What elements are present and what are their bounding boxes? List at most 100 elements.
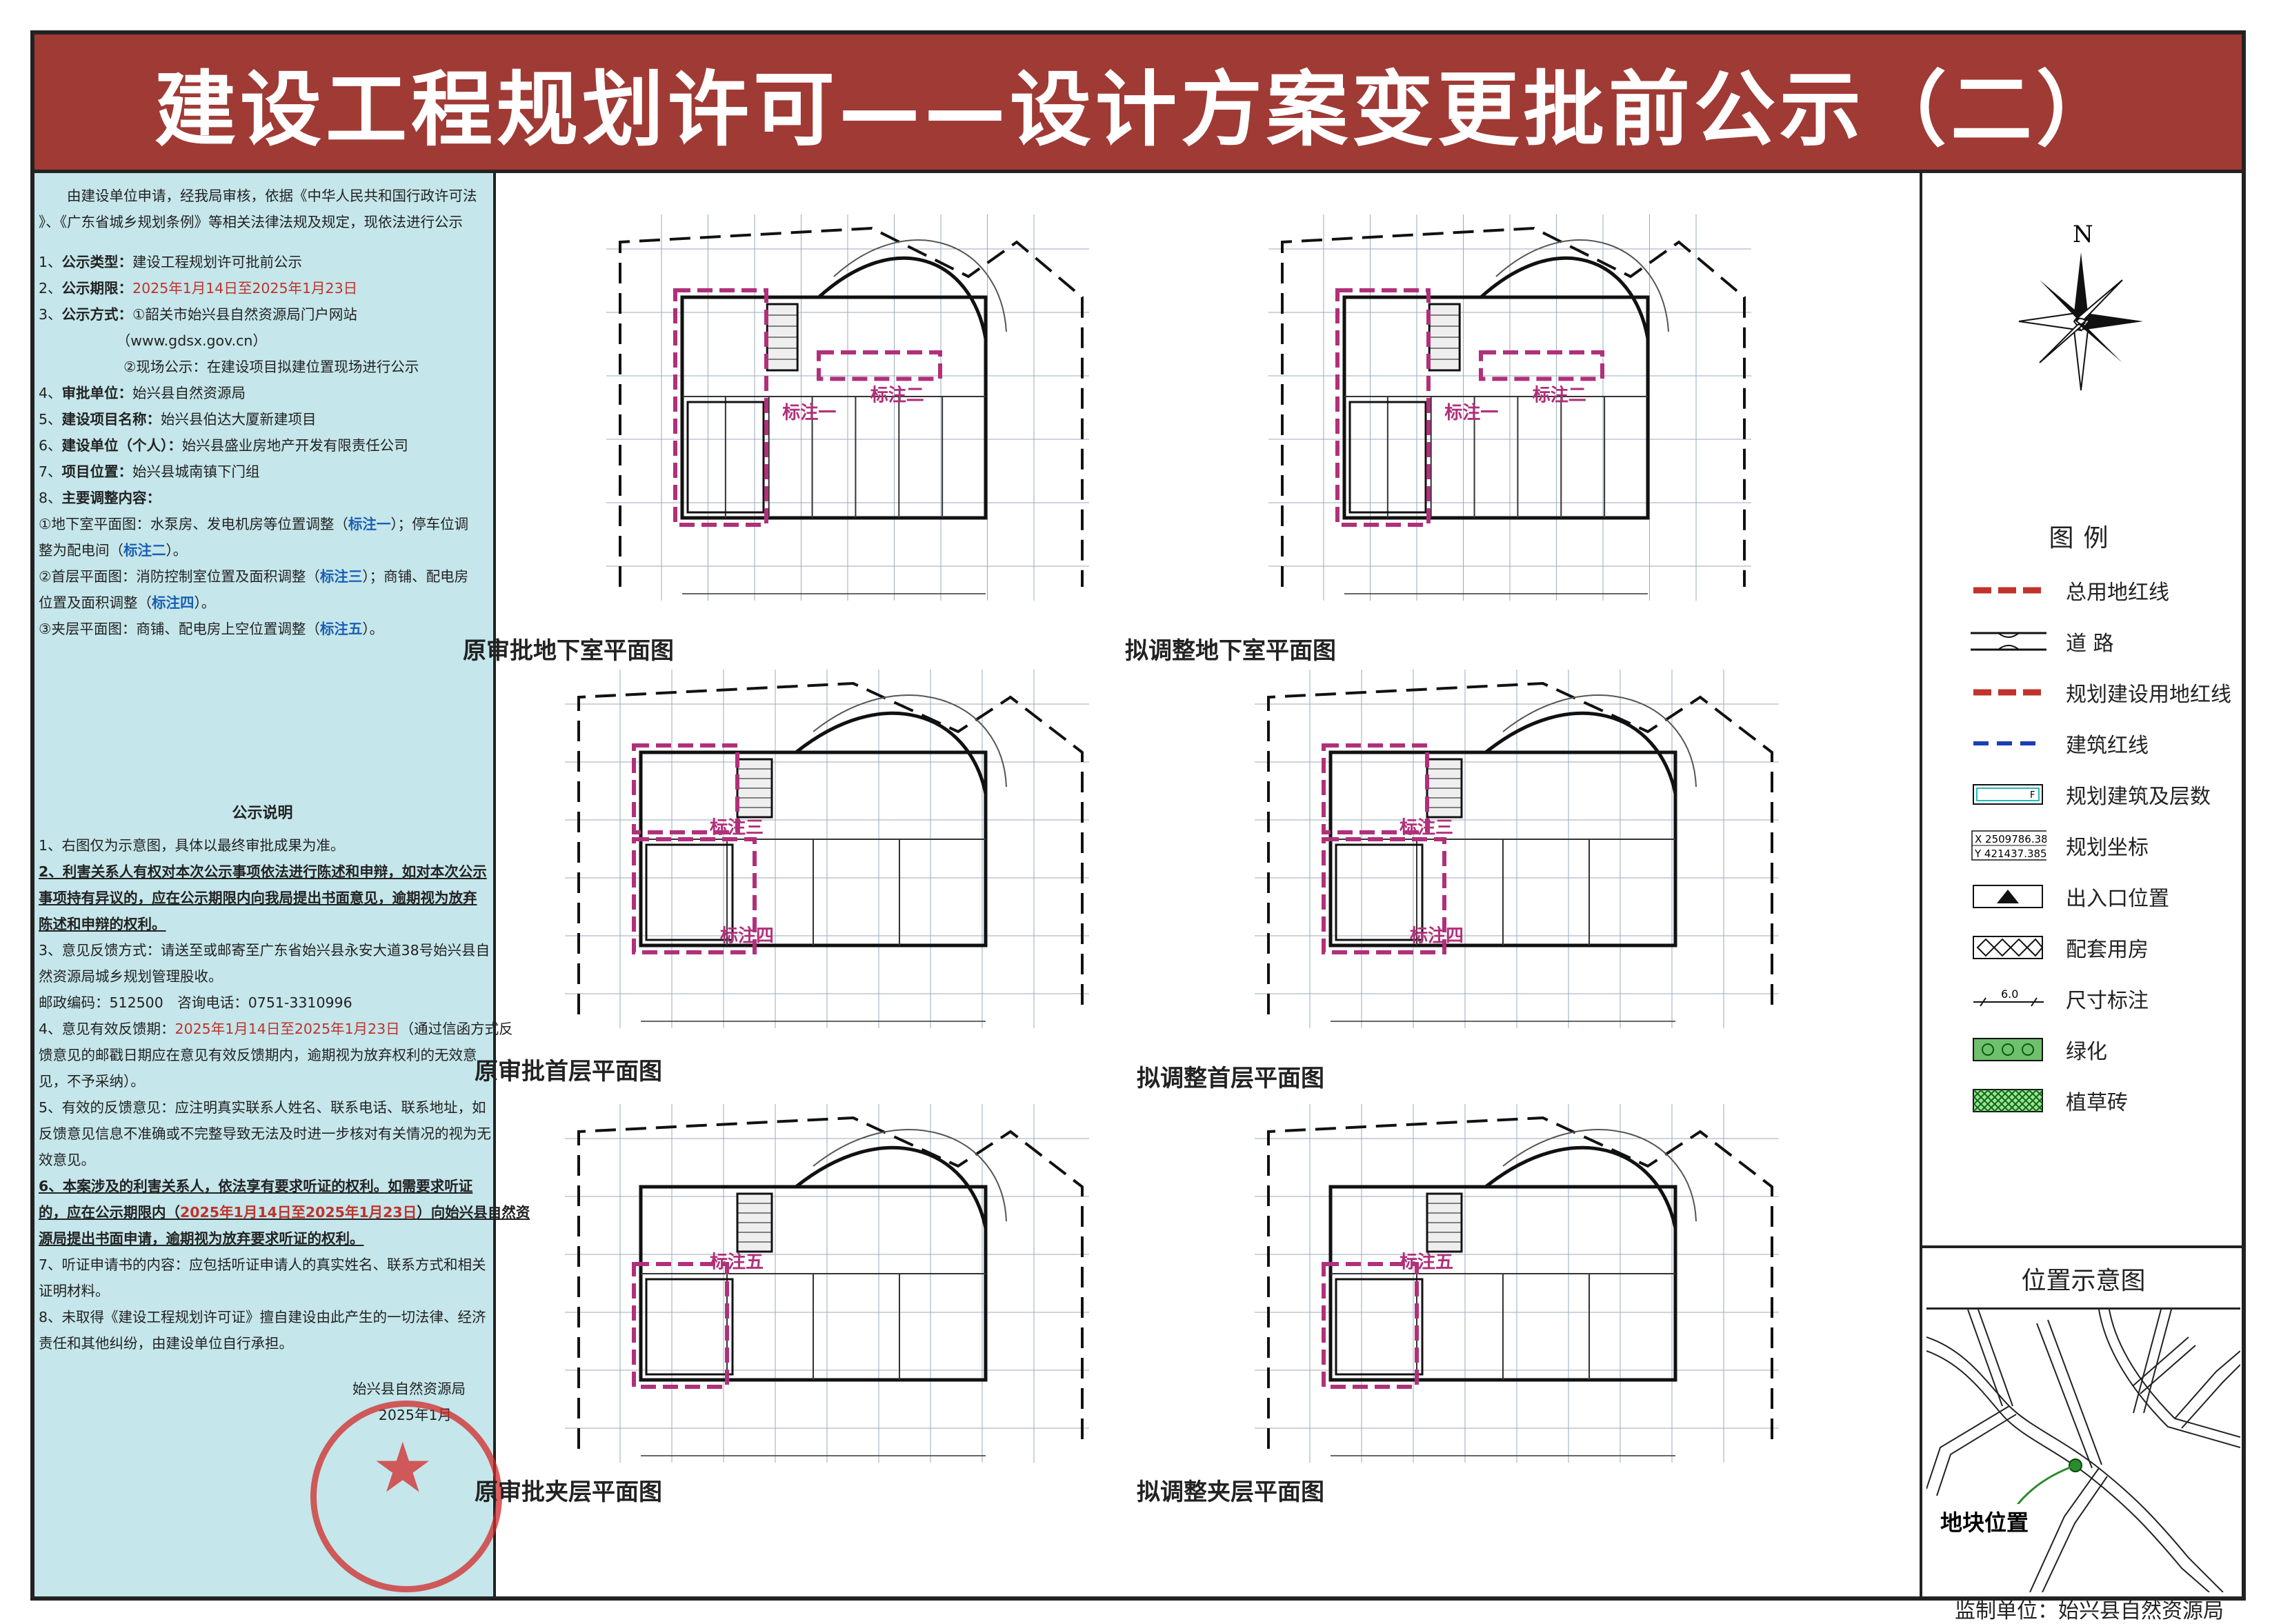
room — [645, 1278, 734, 1376]
legend-label: 出入口位置 — [2066, 887, 2169, 911]
ramp-curve — [813, 1129, 1007, 1222]
item-label: 公示期限： — [61, 280, 133, 297]
notice-item: 8、主要调整内容： — [39, 485, 486, 511]
item-label: 主要调整内容： — [61, 490, 161, 506]
coord-y-label: Y 421437.385 — [1974, 848, 2046, 860]
ramp-curve — [1495, 239, 1669, 332]
adjust-mark-box — [1322, 1262, 1419, 1389]
plan-caption: 拟调整地下室平面图 — [1125, 637, 1336, 665]
explain-line: 2、利害关系人有权对本次公示事项依法进行陈述和申辩，如对本次公示 — [39, 863, 487, 880]
item-value: ①韶关市始兴县自然资源局门户网站 — [132, 306, 357, 323]
site-boundary — [1267, 681, 1773, 1014]
plan-caption: 拟调整首层平面图 — [1137, 1065, 1324, 1092]
explain-line: 证明材料。 — [39, 1283, 110, 1299]
ramp-curve — [1502, 694, 1697, 788]
item-value: ②现场公示：在建设项目拟建位置现场进行公示 — [39, 359, 419, 375]
item-label: 建设项目名称： — [61, 411, 161, 428]
location-map-drawing: 地块位置 — [1926, 1309, 2241, 1593]
ramp-curve — [817, 256, 988, 339]
ramp-curve — [813, 694, 1007, 788]
explain-line: 馈意见的邮戳日期应在意见有效反馈期内，逾期视为放弃权利的无效意 — [39, 1047, 477, 1063]
explain-line: 责任和其他纠纷，由建设单位自行承担。 — [39, 1335, 293, 1352]
floor-plans-drawing: 标注一标注二标注一标注二标注三标注四标注三标注四标注五标注五 — [565, 214, 1779, 1463]
adjust-line-1: ①地下室平面图：水泵房、发电机房等位置调整（标注一）；停车位调 — [39, 516, 469, 532]
room — [686, 401, 765, 514]
legend-label: 规划建设用地红线 — [2066, 683, 2231, 707]
notice-item: 6、建设单位（个人）：始兴县盛业房地产开发有限责任公司 — [39, 432, 486, 459]
adjust-mark-box — [673, 288, 768, 527]
intro-line: 由建设单位申请，经我局审核，依据《中华人民共和国行政许可法 — [39, 188, 477, 204]
dimension-icon: 6.0 — [1971, 981, 2046, 1016]
dimension-label: 6.0 — [2001, 988, 2018, 1001]
intro-line: 》、《广东省城乡规划条例》等相关法律法规及规定，现依法进行公示 — [39, 214, 463, 230]
notice-item: 5、建设项目名称：始兴县伯达大厦新建项目 — [39, 406, 486, 432]
item-value: 始兴县盛业房地产开发有限责任公司 — [181, 437, 408, 454]
notice-item: 4、审批单位：始兴县自然资源局 — [39, 380, 486, 406]
auxiliary-room-icon — [1971, 930, 2046, 965]
notice-item: （www.gdsx.gov.cn） — [39, 328, 486, 354]
title-banner: 建设工程规划许可——设计方案变更批前公示（二） — [34, 34, 2242, 173]
location-title: 位置示意图 — [2021, 1267, 2146, 1295]
site-boundary — [1267, 1116, 1773, 1449]
adjust-mark-box — [1335, 288, 1431, 527]
entrance-icon — [1971, 879, 2046, 914]
site-marker-label: 地块位置 — [1940, 1510, 2029, 1536]
road-icon — [1971, 624, 2046, 659]
room — [1335, 843, 1424, 941]
notice-text-panel: 由建设单位申请，经我局审核，依据《中华人民共和国行政许可法 》、《广东省城乡规划… — [34, 173, 530, 1596]
plan-caption: 原审批地下室平面图 — [463, 637, 674, 665]
building-outline — [1342, 295, 1650, 520]
planned-redline-icon — [1971, 675, 2046, 710]
legend-label: 绿化 — [2066, 1040, 2107, 1064]
item-value: 始兴县城南镇下门组 — [132, 463, 260, 480]
explain-line: 事项持有异议的，应在公示期限内向我局提出书面意见，逾期视为放弃 — [39, 890, 477, 906]
adjust-line-2: ②首层平面图：消防控制室位置及面积调整（标注三）；商铺、配电房 — [39, 568, 469, 585]
legend-label: 总用地红线 — [2066, 581, 2169, 605]
item-label: 公示方式： — [61, 306, 133, 323]
adjust-mark-box — [632, 1262, 729, 1389]
site-boundary — [1281, 226, 1746, 587]
adjust-mark-label: 标注五 — [1400, 1252, 1453, 1273]
building-line-icon — [1971, 726, 2046, 761]
explain-line: 3、意见反馈方式：请送至或邮寄至广东省始兴县永安大道38号始兴县自 — [39, 942, 490, 959]
legend-label: 建筑红线 — [2066, 734, 2149, 758]
notice-board: 建设工程规划许可——设计方案变更批前公示（二） 由建设单位申请，经我局审核，依据… — [30, 30, 2246, 1623]
site-boundary — [577, 1116, 1084, 1449]
plan-caption: 拟调整夹层平面图 — [1137, 1478, 1324, 1506]
item-label: 审批单位： — [61, 385, 133, 401]
coordinate-icon: X 2509786.380 Y 421437.385 — [1971, 828, 2046, 863]
adjust-mark-box — [632, 743, 739, 834]
notice-item: 3、公示方式：①韶关市始兴县自然资源局门户网站 — [39, 301, 486, 328]
notice-item: 2、公示期限：2025年1月14日至2025年1月23日 — [39, 275, 486, 301]
item-number: 5、 — [39, 411, 62, 428]
item-label: 项目位置： — [61, 463, 133, 480]
page-title: 建设工程规划许可——设计方案变更批前公示（二） — [154, 61, 2122, 157]
item-value: 始兴县伯达大厦新建项目 — [161, 411, 317, 428]
room — [1335, 1278, 1424, 1376]
footer-supervisor: 监制单位：始兴县自然资源局 — [1955, 1599, 2224, 1623]
explain-line: 7、听证申请书的内容：应包括听证申请人的真实姓名、联系方式和相关 — [39, 1256, 486, 1273]
coord-x-label: X 2509786.380 — [1975, 833, 2046, 845]
room — [1348, 401, 1427, 514]
floors-label: F — [2030, 790, 2035, 801]
explain-line: 邮政编码：512500 咨询电话：0751-3310996 — [39, 994, 352, 1011]
ramp-curve — [795, 711, 988, 794]
legend-item: 绿化 — [1971, 1029, 2240, 1070]
item-number: 8、 — [39, 490, 62, 506]
explain-line: 见，不予采纳）。 — [39, 1073, 145, 1090]
item-number: 2、 — [39, 280, 62, 297]
legend-item: 植草砖 — [1971, 1080, 2240, 1121]
legend-item: 道 路 — [1971, 621, 2240, 662]
explain-line: 1、右图仅为示意图，具体以最终审批成果为准。 — [39, 837, 345, 854]
notice-item: 7、项目位置：始兴县城南镇下门组 — [39, 459, 486, 485]
explain-line: 反馈意见信息不准确或不完整导致无法及时进一步核对有关情况的视为无 — [39, 1125, 491, 1142]
notice-item: ②现场公示：在建设项目拟建位置现场进行公示 — [39, 354, 486, 380]
adjust-mark-label: 标注二 — [870, 384, 924, 405]
adjust-mark-box — [817, 350, 942, 381]
site-boundary — [577, 681, 1084, 1014]
legend-label: 规划建筑及层数 — [2066, 785, 2211, 809]
north-label: N — [2073, 221, 2093, 248]
